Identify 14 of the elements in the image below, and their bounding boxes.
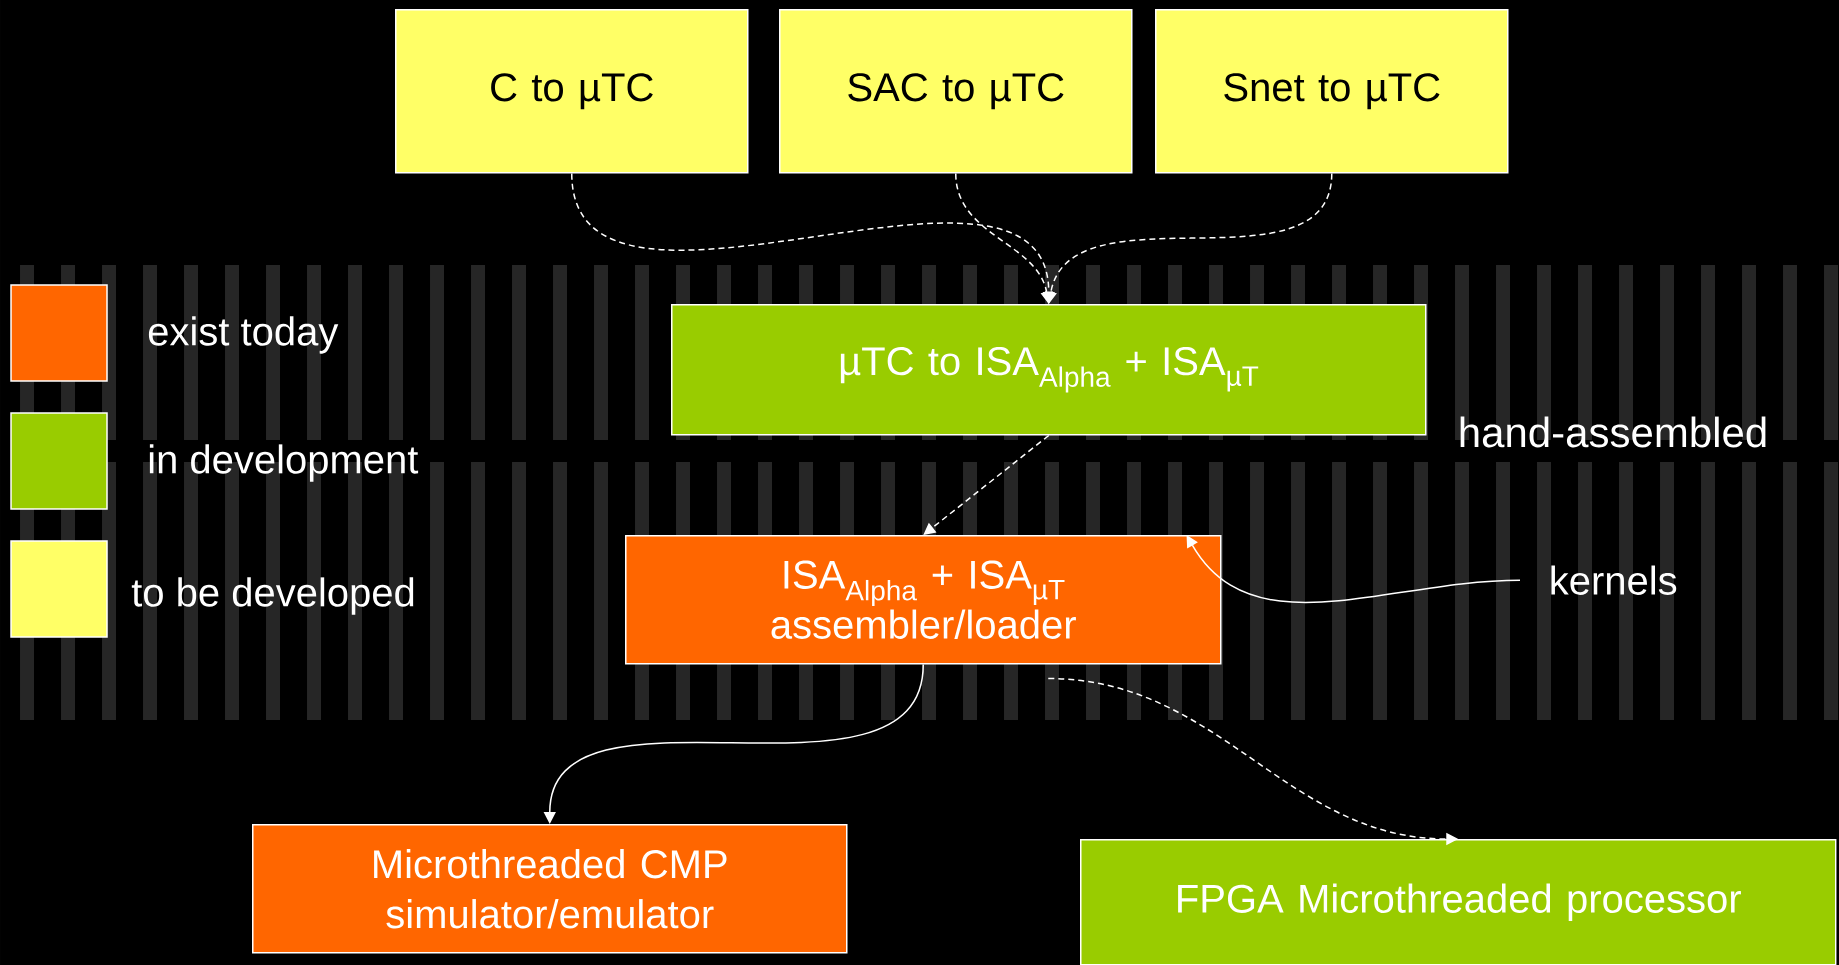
arrow [1186,535,1521,604]
process-box: C to µTC [395,9,749,174]
process-box: µTC to ISA$_{Alpha}$ + ISA$_{µT}$ [671,304,1427,436]
process-box: Microthreaded CMP simulator/emulator [252,824,848,954]
legend-label: exist today [148,316,339,354]
process-box: FPGA Microthreaded processor [1080,839,1837,965]
process-box: SAC to µTC [779,9,1133,174]
legend-label: to be developed [131,577,414,615]
text-label: hand-assembled [1460,416,1766,448]
process-box: ISA$_{Alpha}$ + ISA$_{µT}$ assembler/loader [625,535,1222,665]
arrow [923,434,1050,535]
process-box: Snet to µTC [1155,9,1509,174]
legend-label: in development [149,444,419,482]
text-label: kernels [1551,565,1677,595]
